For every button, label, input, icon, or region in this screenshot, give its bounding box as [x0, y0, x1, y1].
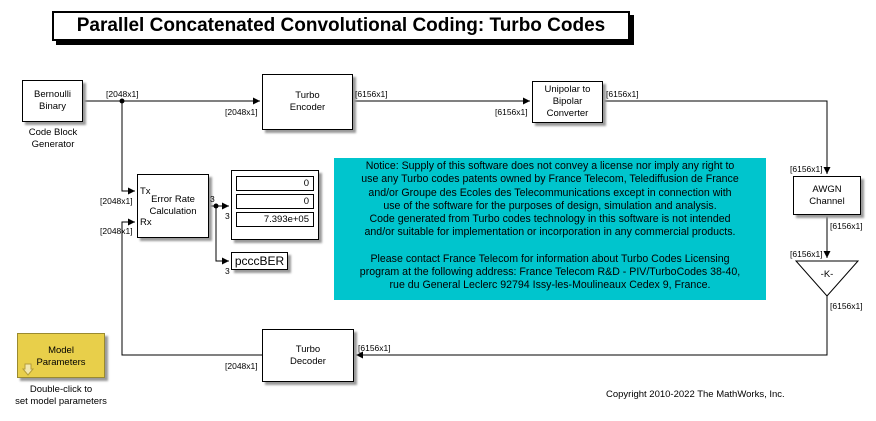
model-parameters-caption: Double-click to set model parameters — [15, 384, 107, 407]
bernoulli-caption: Code Block Generator — [28, 127, 78, 150]
signal-label: [6156x1] — [358, 343, 391, 353]
notice-paragraph-1: Notice: Supply of this software does not… — [361, 160, 739, 239]
model-parameters-block[interactable]: Model Parameters — [17, 333, 105, 378]
line-unipolar-awgn — [603, 100, 831, 174]
signal-label: [6156x1] — [830, 221, 863, 231]
signal-width-label: 3 — [225, 266, 230, 276]
signal-label: [6156x1] — [355, 89, 388, 99]
display-value-3: 7.393e+05 — [236, 212, 314, 227]
port-rx: Rx — [140, 217, 152, 228]
down-arrow-icon — [22, 363, 34, 376]
turbo-decoder-block[interactable]: Turbo Decoder — [262, 329, 354, 382]
signal-label: [2048x1] — [225, 361, 258, 371]
bernoulli-binary-block[interactable]: Bernoulli Binary — [22, 80, 83, 122]
to-workspace-block[interactable]: pcccBER — [231, 252, 288, 270]
port-tx: Tx — [140, 186, 151, 197]
model-parameters-label: Model Parameters — [36, 345, 86, 368]
line-decoder-rx — [121, 218, 262, 356]
copyright: Copyright 2010-2022 The MathWorks, Inc. — [606, 389, 785, 400]
license-notice: Notice: Supply of this software does not… — [334, 158, 766, 300]
display-value-1: 0 — [236, 176, 314, 191]
signal-width-label: 3 — [225, 211, 230, 221]
display-block[interactable]: 0 0 7.393e+05 — [231, 170, 319, 240]
diagram-title: Parallel Concatenated Convolutional Codi… — [52, 11, 630, 41]
branch-point — [213, 203, 219, 209]
line-err-workspace — [215, 206, 229, 265]
signal-label: [2048x1] — [100, 226, 133, 236]
signal-label: [6156x1] — [790, 249, 823, 259]
unipolar-bipolar-block[interactable]: Unipolar to Bipolar Converter — [532, 81, 603, 123]
gain-label: -K- — [820, 269, 834, 280]
signal-label: [6156x1] — [830, 301, 863, 311]
turbo-encoder-block[interactable]: Turbo Encoder — [262, 74, 353, 130]
signal-label: [2048x1] — [100, 196, 133, 206]
signal-label: [2048x1] — [225, 107, 258, 117]
signal-label: [6156x1] — [790, 164, 823, 174]
signal-width-label: 3 — [210, 194, 215, 204]
line-branch-tx — [121, 101, 135, 195]
signal-label: [6156x1] — [495, 107, 528, 117]
error-rate-calculation-block[interactable]: Error Rate Calculation — [137, 174, 209, 238]
signal-label: [2048x1] — [106, 89, 139, 99]
line-gain-decoder — [356, 296, 828, 359]
gain-block[interactable] — [793, 260, 863, 298]
branch-point — [119, 98, 125, 104]
awgn-channel-block[interactable]: AWGN Channel — [793, 176, 861, 215]
notice-paragraph-2: Please contact France Telecom for inform… — [359, 252, 741, 292]
display-value-2: 0 — [236, 194, 314, 209]
signal-label: [6156x1] — [606, 89, 639, 99]
